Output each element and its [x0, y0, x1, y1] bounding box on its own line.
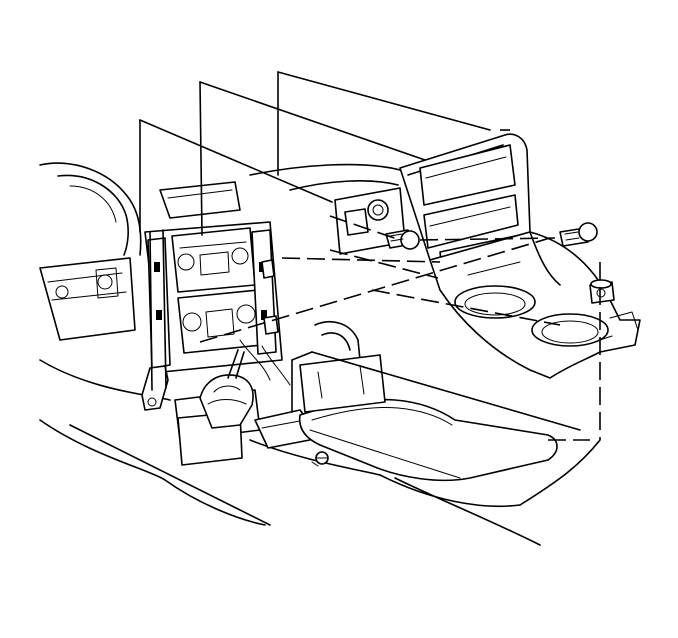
- fastener-nut: [589, 279, 615, 304]
- exploded-view-guide-lines: [69, 71, 601, 526]
- radio-bezel-assembly: [141, 181, 283, 411]
- fastener-bolt-right: [559, 222, 598, 247]
- center-console-panel: [334, 133, 641, 379]
- storage-lid: [298, 354, 558, 482]
- shifter-boot-base: [174, 339, 321, 466]
- fastener-bolt-left: [385, 229, 420, 250]
